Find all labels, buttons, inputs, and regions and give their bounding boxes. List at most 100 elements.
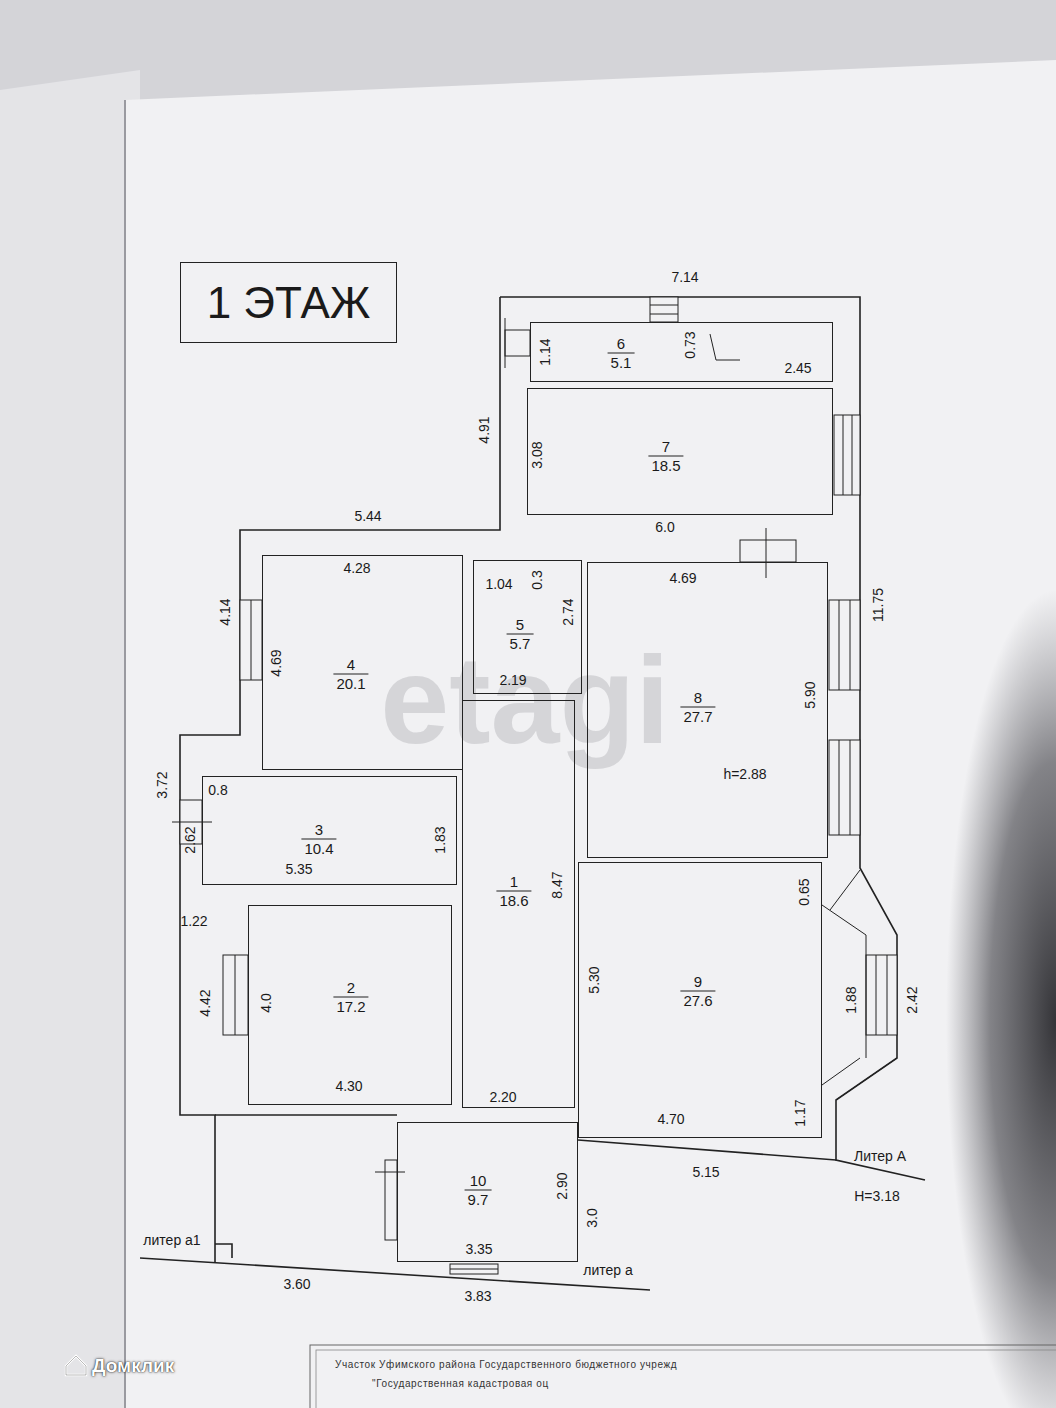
window xyxy=(887,955,888,1035)
room-label: 927.6 xyxy=(680,973,715,1010)
room: 718.5 xyxy=(527,388,833,515)
stair-mark xyxy=(710,334,740,360)
room-area: 18.6 xyxy=(496,892,531,910)
dimension: 5.35 xyxy=(285,861,312,877)
hand-shadow xyxy=(946,590,1056,1408)
room-number: 2 xyxy=(333,979,368,998)
dimension: литер а1 xyxy=(143,1232,200,1248)
annex-wall xyxy=(140,1258,650,1290)
room-number: 10 xyxy=(465,1172,492,1191)
room-area: 27.7 xyxy=(680,708,715,726)
window xyxy=(829,740,860,835)
window xyxy=(251,600,252,680)
dimension: 3.08 xyxy=(529,441,545,468)
dimension: 4.69 xyxy=(669,570,696,586)
room-number: 5 xyxy=(507,616,534,635)
dimension: 2.19 xyxy=(499,672,526,688)
window xyxy=(650,305,678,306)
dimension: 8.47 xyxy=(549,871,565,898)
dimension: 1.17 xyxy=(792,1099,808,1126)
dimension: Литер А xyxy=(854,1148,906,1164)
stamp-frame xyxy=(310,1345,1056,1408)
floor-title-box: 1 ЭТАЖ xyxy=(180,262,397,343)
room-number: 4 xyxy=(333,656,368,675)
dimension: 0.3 xyxy=(529,570,545,589)
dimension: 0.8 xyxy=(208,782,227,798)
dimension: 11.75 xyxy=(870,588,886,622)
window xyxy=(843,415,844,495)
window xyxy=(834,415,860,495)
door xyxy=(505,318,506,368)
window xyxy=(650,297,678,322)
dimension: литер а xyxy=(583,1262,633,1278)
room-label: 420.1 xyxy=(333,656,368,693)
dimension: 2.74 xyxy=(560,598,576,625)
room-area: 10.4 xyxy=(301,840,336,858)
dimension: 2.90 xyxy=(554,1172,570,1199)
dimension: 3.0 xyxy=(584,1208,600,1227)
room: 109.7 xyxy=(397,1122,578,1262)
room-area: 27.6 xyxy=(680,992,715,1010)
stamp-frame xyxy=(316,1350,1056,1408)
room-area: 5.7 xyxy=(507,635,534,653)
room-label: 65.1 xyxy=(608,335,635,372)
dimension: 4.91 xyxy=(476,416,492,443)
window xyxy=(235,955,236,1035)
room-number: 8 xyxy=(680,689,715,708)
dimension: 4.30 xyxy=(335,1078,362,1094)
room-area: 5.1 xyxy=(608,354,635,372)
window xyxy=(852,415,853,495)
dimension: 2.20 xyxy=(489,1089,516,1105)
window xyxy=(839,600,840,690)
dimension: 1.83 xyxy=(432,826,448,853)
room-number: 3 xyxy=(301,821,336,840)
dimension: 1.14 xyxy=(537,338,553,365)
window xyxy=(223,955,248,1035)
room-area: 9.7 xyxy=(465,1191,492,1209)
dimension: 3.72 xyxy=(154,771,170,798)
door xyxy=(766,528,767,578)
dimension: 1.22 xyxy=(180,913,207,929)
bay-wall xyxy=(822,1058,897,1100)
room-number: 6 xyxy=(608,335,635,354)
room: 420.1 xyxy=(262,555,463,770)
room-label: 55.7 xyxy=(507,616,534,653)
window xyxy=(850,600,851,690)
dimension: h=2.88 xyxy=(723,766,766,782)
window xyxy=(450,1269,498,1270)
bay-wall xyxy=(830,870,860,910)
room: 217.2 xyxy=(248,905,452,1105)
room-number: 1 xyxy=(496,873,531,892)
room-area: 18.5 xyxy=(648,457,683,475)
door xyxy=(740,540,796,562)
room-area: 20.1 xyxy=(333,675,368,693)
page-edge xyxy=(124,100,126,1408)
under-page xyxy=(0,70,140,1408)
room-label: 310.4 xyxy=(301,821,336,858)
dimension: 3.83 xyxy=(464,1288,491,1304)
dimension: 4.0 xyxy=(258,993,274,1012)
dimension: 0.73 xyxy=(682,331,698,358)
door xyxy=(172,822,212,823)
dimension: 5.30 xyxy=(586,966,602,993)
dimension: 2.45 xyxy=(784,360,811,376)
dimension: 0.65 xyxy=(796,878,812,905)
window xyxy=(240,600,262,680)
dimension: 4.69 xyxy=(268,649,284,676)
window xyxy=(450,1264,498,1274)
room: 827.7 xyxy=(587,562,828,858)
dimension: 1.04 xyxy=(485,576,512,592)
annex-mark xyxy=(215,1244,232,1258)
room-number: 7 xyxy=(648,438,683,457)
dimension: 4.14 xyxy=(217,598,233,625)
room-label: 109.7 xyxy=(465,1172,492,1209)
dimension: 5.15 xyxy=(692,1164,719,1180)
floor-title: 1 ЭТАЖ xyxy=(207,278,371,328)
dimension: 3.35 xyxy=(465,1241,492,1257)
room: 310.4 xyxy=(202,776,457,885)
dimension: 4.28 xyxy=(343,560,370,576)
stamp-text: "Государственная кадастровая оц xyxy=(372,1378,549,1390)
outer-wall xyxy=(578,1140,836,1160)
